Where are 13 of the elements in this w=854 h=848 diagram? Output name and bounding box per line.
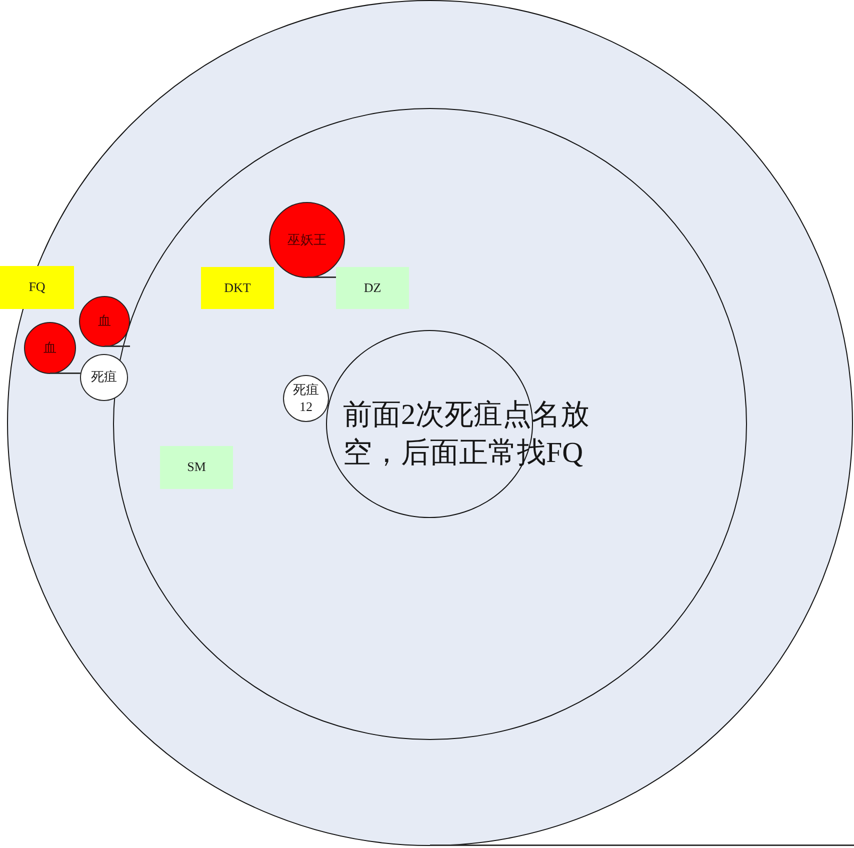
connector-line bbox=[307, 276, 336, 278]
position-tag: DZ bbox=[336, 267, 409, 309]
connector-line bbox=[50, 372, 80, 374]
marker-circle: 血 bbox=[79, 296, 130, 347]
position-tag: DKT bbox=[201, 267, 274, 309]
marker-circle: 死疽 bbox=[80, 354, 128, 401]
marker-circle: 巫妖王 bbox=[269, 202, 345, 278]
marker-circle: 死疽 12 bbox=[283, 375, 329, 422]
connector-line bbox=[104, 345, 130, 348]
position-tag: FQ bbox=[0, 266, 74, 309]
connector-line bbox=[430, 844, 854, 846]
position-tag: SM bbox=[160, 446, 233, 489]
marker-circle: 血 bbox=[24, 322, 76, 374]
